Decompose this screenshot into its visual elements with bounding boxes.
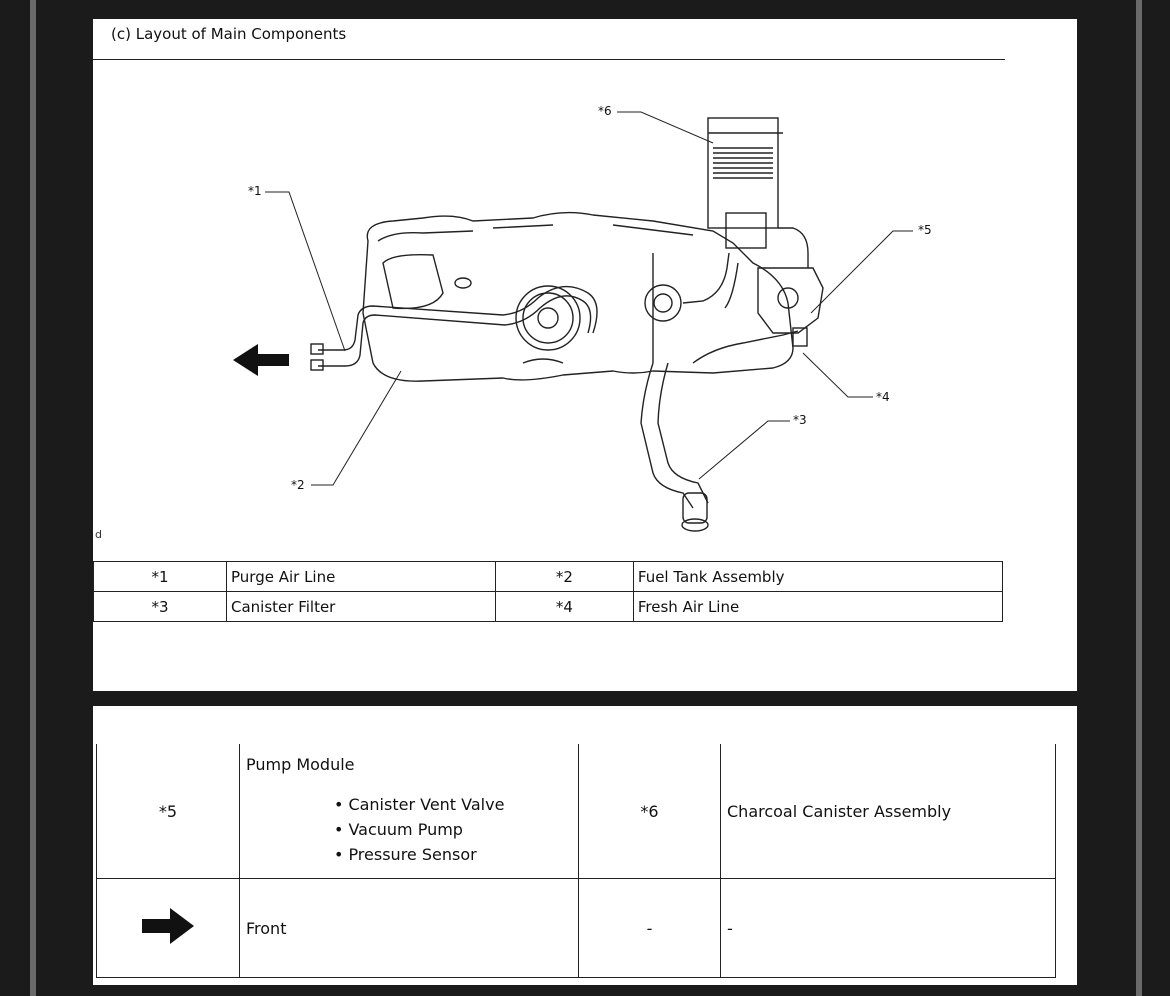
document-page-top: (c) Layout of Main Components — [93, 19, 1077, 691]
legend-label: Charcoal Canister Assembly — [720, 744, 1056, 879]
legend-label: Fuel Tank Assembly — [632, 561, 1004, 592]
legend-key: *4 — [494, 591, 634, 622]
callout-3: *3 — [793, 413, 807, 427]
legend-key: *1 — [93, 561, 227, 592]
list-item: Pressure Sensor — [334, 842, 572, 867]
legend-key: - — [578, 878, 721, 978]
legend-label: - — [720, 878, 1056, 978]
pump-module — [757, 267, 824, 334]
legend-key: *3 — [93, 591, 227, 622]
viewer-left-edge — [30, 0, 36, 996]
list-item: Vacuum Pump — [334, 817, 572, 842]
legend-key: *5 — [96, 744, 240, 879]
callout-1: *1 — [248, 184, 262, 198]
section-title: (c) Layout of Main Components — [111, 25, 347, 43]
charcoal-canister — [707, 117, 779, 229]
table-row: *5 Pump Module Canister Vent Valve Vacuu… — [96, 744, 1056, 879]
fuel-pump-ring — [515, 285, 581, 351]
legend-label: Pump Module — [246, 755, 355, 774]
components-diagram: *1 *6 *5 *4 *3 *2 — [233, 104, 932, 532]
front-arrow-icon — [233, 344, 289, 376]
legend-label: Front — [239, 878, 579, 978]
right-arrow-icon — [142, 908, 194, 944]
legend-key-icon-cell — [96, 878, 240, 978]
document-page-bottom: *5 Pump Module Canister Vent Valve Vacuu… — [93, 706, 1077, 985]
viewer-right-edge — [1136, 0, 1142, 996]
callout-4: *4 — [876, 390, 890, 404]
legend-label: Fresh Air Line — [632, 591, 1004, 622]
purge-air-line — [318, 285, 598, 351]
fuel-tank-outline — [362, 211, 794, 382]
legend-description: Pump Module Canister Vent Valve Vacuum P… — [239, 744, 579, 879]
sub-item-list: Canister Vent Valve Vacuum Pump Pressure… — [246, 792, 572, 867]
figure-mark: d — [95, 528, 102, 541]
legend-label: Purge Air Line — [226, 561, 496, 592]
legend-key: *6 — [578, 744, 721, 879]
title-rule — [93, 59, 1005, 60]
legend-table-top: *1 Purge Air Line *2 Fuel Tank Assembly … — [93, 561, 1004, 622]
filler-neck — [640, 362, 694, 509]
callout-5: *5 — [918, 223, 932, 237]
callout-6: *6 — [598, 104, 612, 118]
callout-2: *2 — [291, 478, 305, 492]
table-row: *1 Purge Air Line *2 Fuel Tank Assembly — [93, 561, 1004, 592]
table-row: *3 Canister Filter *4 Fresh Air Line — [93, 591, 1004, 622]
legend-label: Canister Filter — [226, 591, 496, 622]
legend-key: *2 — [494, 561, 634, 592]
legend-table-bottom: *5 Pump Module Canister Vent Valve Vacuu… — [96, 744, 1056, 978]
table-row: Front - - — [96, 878, 1056, 978]
list-item: Canister Vent Valve — [334, 792, 572, 817]
